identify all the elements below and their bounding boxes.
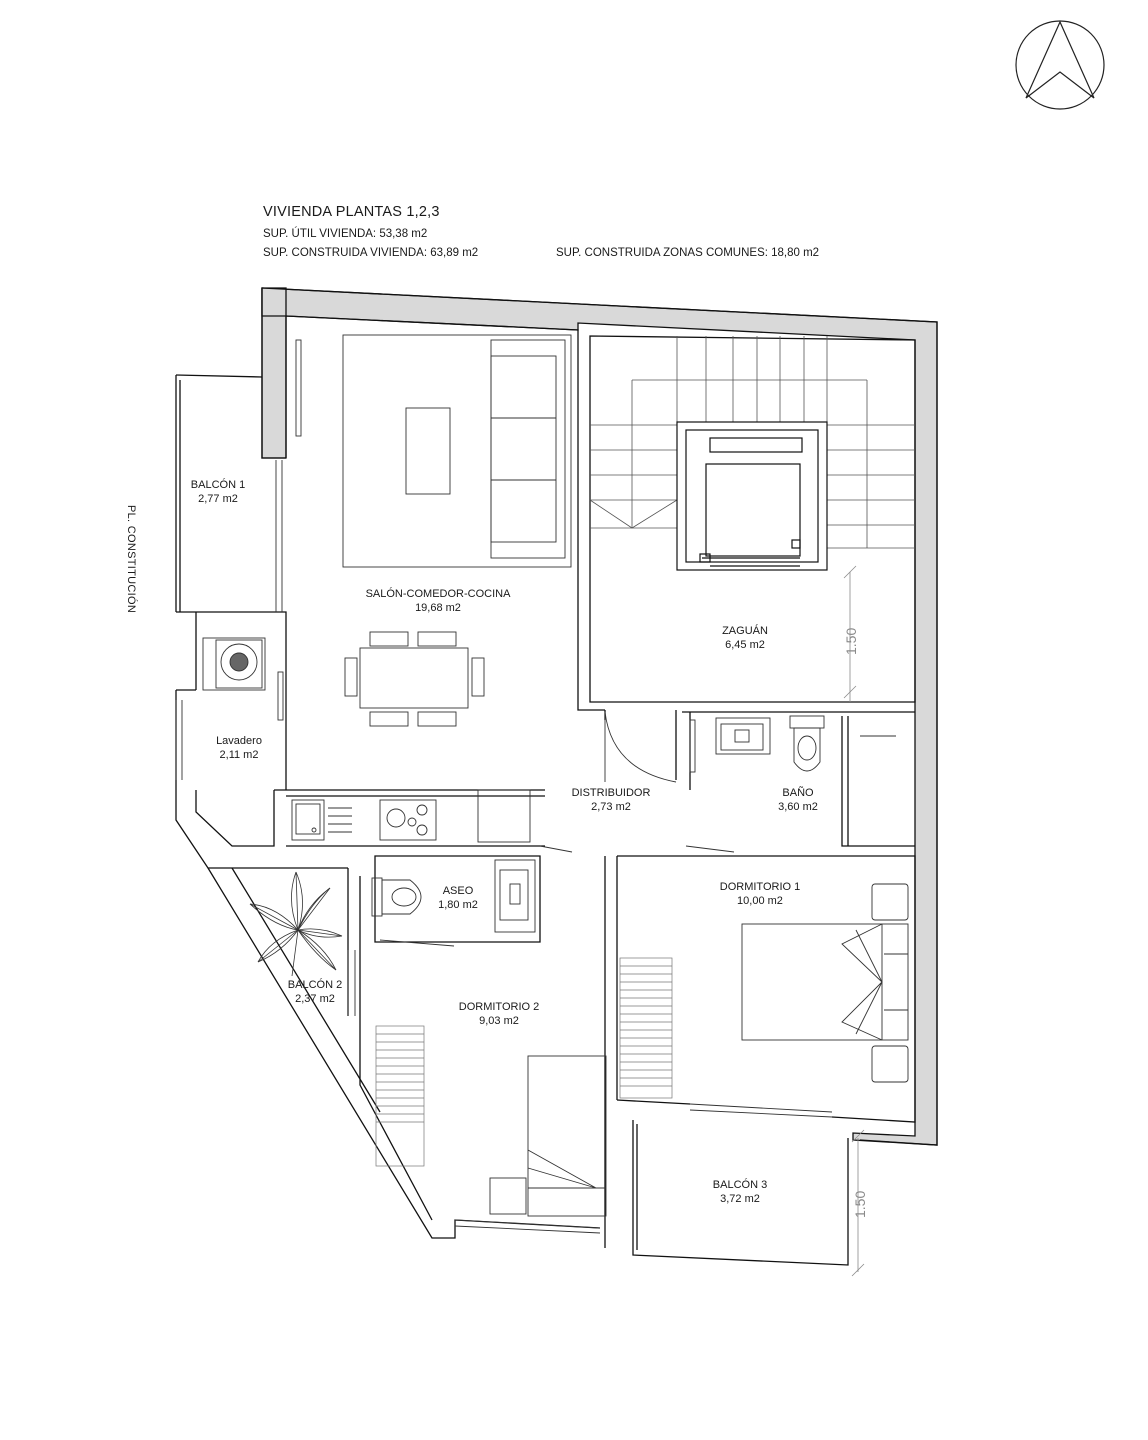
sup-comunes: SUP. CONSTRUIDA ZONAS COMUNES: 18,80 m2 — [556, 247, 820, 259]
bano-fixtures — [715, 715, 896, 772]
single-bed — [489, 1055, 607, 1217]
dimension-zaguan: 1.50 — [843, 627, 859, 655]
double-bed — [741, 883, 909, 1083]
sup-util: SUP. ÚTIL VIVIENDA: 53,38 m2 — [263, 228, 428, 240]
exterior-walls — [261, 287, 938, 1146]
plant-icon — [249, 871, 343, 977]
kitchen-appliances — [291, 789, 531, 843]
sup-construida: SUP. CONSTRUIDA VIVIENDA: 63,89 m2 — [263, 247, 479, 259]
dimension-lines — [843, 565, 865, 1277]
plan-title: VIVIENDA PLANTAS 1,2,3 — [263, 204, 440, 220]
staircase — [589, 336, 915, 549]
washing-machine — [202, 637, 266, 691]
living-furniture — [342, 334, 572, 568]
doors-windows — [175, 339, 833, 1234]
dining-table — [344, 631, 485, 727]
elevator — [676, 421, 828, 571]
aseo-fixtures — [371, 859, 536, 933]
wardrobes — [375, 957, 673, 1167]
walls — [175, 287, 938, 1266]
street-label: PL. CONSTITUCIÓN — [125, 505, 137, 614]
dimension-balcon3: 1.50 — [852, 1190, 868, 1218]
north-arrow-icon — [1015, 20, 1105, 110]
